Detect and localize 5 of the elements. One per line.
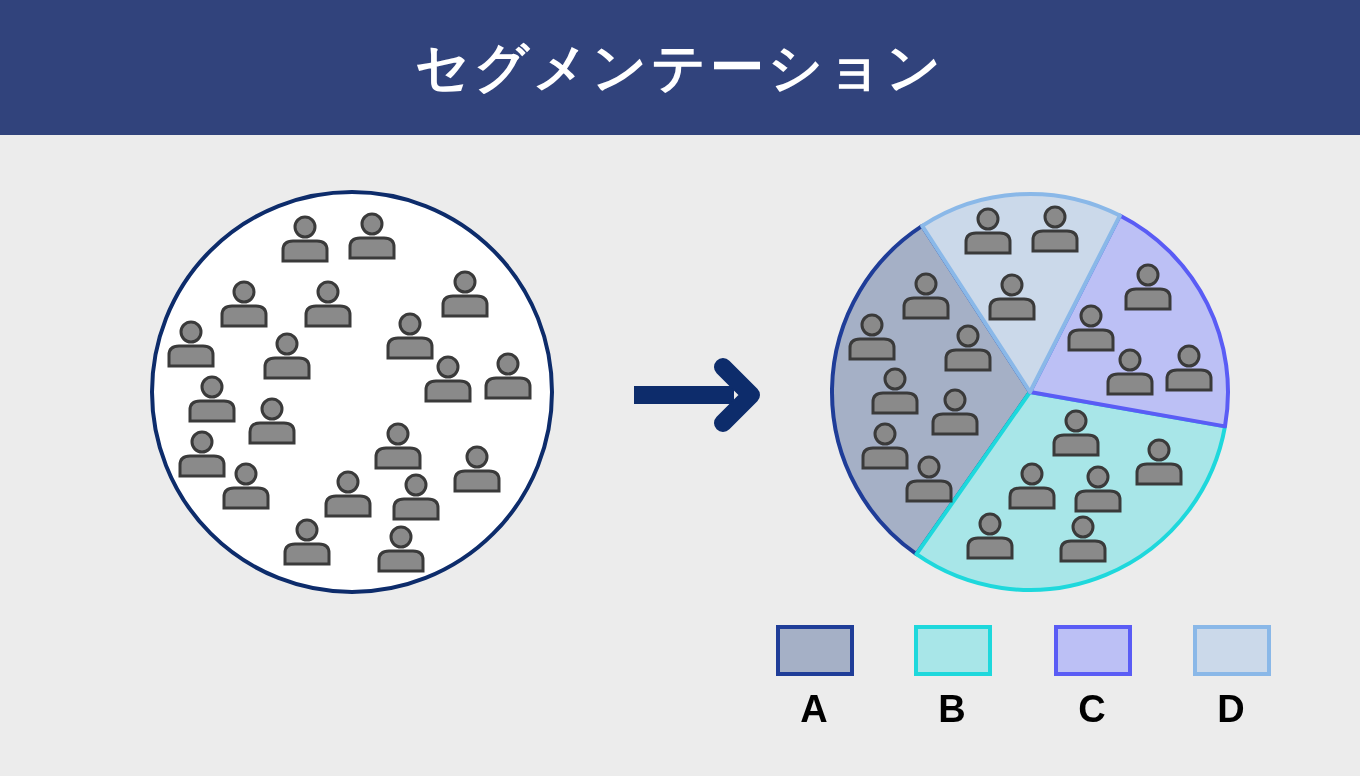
title: セグメンテーション — [414, 34, 946, 100]
legend-label: C — [1077, 687, 1107, 731]
legend-label: B — [937, 687, 967, 731]
legend-label: A — [799, 687, 829, 731]
legend-label: D — [1216, 687, 1246, 731]
